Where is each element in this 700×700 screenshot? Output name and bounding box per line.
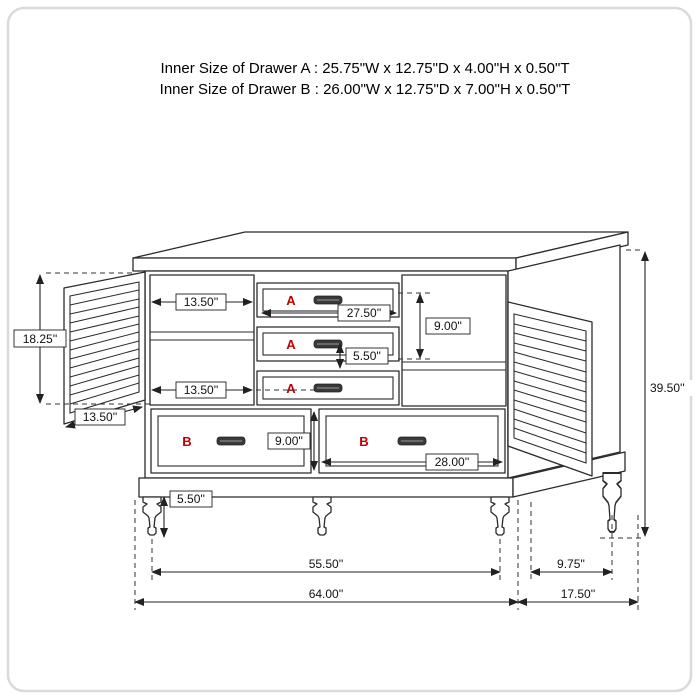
image-border (6, 6, 693, 693)
spec-line-drawer-a: Inner Size of Drawer A : 25.75"W x 12.75… (161, 60, 570, 77)
drawer-b-label: B (359, 434, 368, 449)
dim-label: 9.00'' (434, 319, 462, 333)
dim-label: 28.00'' (435, 455, 470, 469)
right-opening (401, 274, 507, 407)
drawer-a-label: A (286, 337, 296, 352)
dim-front-leg-span: 55.50'' (151, 539, 501, 580)
dim-drawer-a-face-height: 5.50'' (336, 343, 389, 369)
left-door (63, 271, 146, 425)
dim-label: 55.50'' (309, 557, 344, 571)
dim-label: 13.50'' (184, 295, 219, 309)
dim-label: 27.50'' (347, 306, 382, 320)
dim-label: 39.50'' (650, 381, 685, 395)
dim-leg-height: 5.50'' (160, 490, 213, 538)
right-door (507, 301, 593, 477)
back-right-leg (601, 471, 623, 533)
front-right-leg (490, 496, 510, 536)
top-right-edge (515, 231, 629, 272)
dim-drawer-a-pair-height: 9.00'' (398, 292, 471, 360)
dim-side-leg-span: 9.75'' (530, 502, 613, 580)
drawer-a-stack: A A A (256, 282, 400, 406)
louver-slats (513, 323, 587, 454)
dim-lower-shelf-width: 13.50'' (151, 381, 330, 399)
front-left-leg (142, 496, 162, 536)
drawer-a-3: A (256, 370, 400, 406)
dim-label: 17.50'' (561, 587, 596, 601)
right-door-panel (507, 301, 593, 477)
dim-label: 13.50'' (83, 410, 118, 424)
dim-overall-depth: 17.50'' (517, 515, 639, 610)
drawer-a-2: A (256, 326, 400, 362)
drawer-b-label: B (182, 434, 191, 449)
dim-drawer-b-height: 9.00'' (267, 411, 318, 471)
dimensions: 18.25'' 13.50'' 27.50'' 9.00'' 5.50'' (13, 249, 694, 610)
dim-label: 64.00'' (309, 587, 344, 601)
top-front-edge (132, 257, 517, 272)
drawer-a-label: A (286, 293, 296, 308)
louver-slats (69, 289, 140, 405)
dim-label: 13.50'' (184, 383, 219, 397)
dim-label: 9.00'' (275, 434, 303, 448)
dim-label: 18.25'' (23, 332, 58, 346)
right-compartment (401, 274, 507, 407)
dim-upper-shelf-width: 13.50'' (151, 293, 253, 311)
center-leg (312, 496, 332, 536)
dim-drawer-a-width: 27.50'' (261, 304, 397, 322)
dim-drawer-b-width: 28.00'' (321, 453, 503, 471)
dim-cabinet-side-height: 18.25'' (13, 272, 150, 405)
spec-line-drawer-b: Inner Size of Drawer B : 26.00"W x 12.75… (160, 81, 571, 98)
dim-door-width: 13.50'' (65, 405, 143, 429)
dim-label: 5.50'' (353, 349, 381, 363)
drawer-a-label: A (286, 381, 296, 396)
dim-overall-height: 39.50'' (600, 249, 694, 539)
dim-label: 5.50'' (177, 492, 205, 506)
dim-overall-width: 64.00'' (134, 500, 519, 610)
dim-label: 9.75'' (557, 557, 585, 571)
